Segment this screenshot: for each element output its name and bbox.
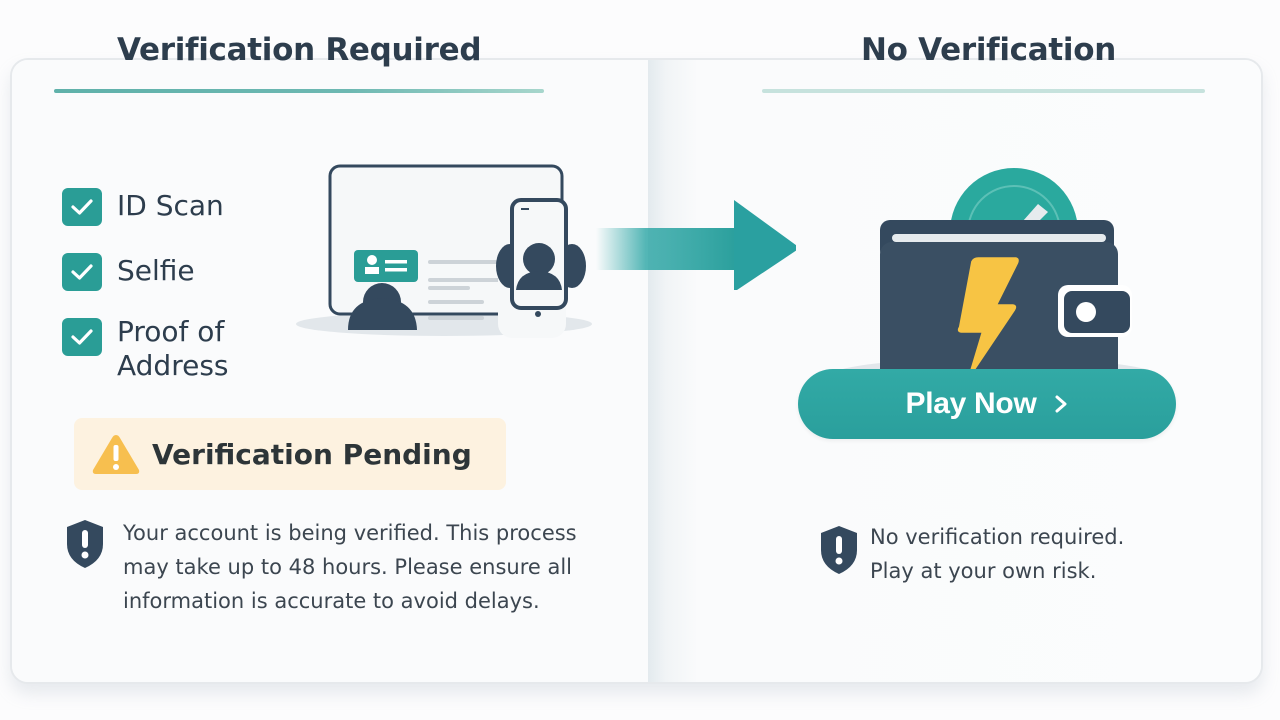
title-divider-left xyxy=(54,89,544,93)
notice-line2: Play at your own risk. xyxy=(870,559,1097,583)
warning-triangle-icon xyxy=(92,435,140,474)
checkbox-checked-icon xyxy=(62,253,102,291)
title-divider-right xyxy=(762,89,1205,93)
checklist-label: Selfie xyxy=(117,254,195,287)
no-verification-notice: No verification required. Play at your o… xyxy=(818,524,1200,588)
wallet-lightning-illustration xyxy=(820,112,1160,394)
checklist-label: Proof of Address xyxy=(117,315,229,383)
shield-exclamation-icon xyxy=(821,526,857,574)
checklist-item-id-scan: ID Scan xyxy=(62,188,224,226)
no-verification-title: No Verification xyxy=(861,32,1116,68)
verification-pending-badge: Verification Pending xyxy=(74,418,506,490)
chevron-right-icon xyxy=(1055,395,1067,413)
pending-status-label: Verification Pending xyxy=(152,437,472,471)
checkbox-checked-icon xyxy=(62,318,102,356)
verification-notice-text: Your account is being verified. This pro… xyxy=(123,521,577,613)
no-verification-notice-text: No verification required. Play at your o… xyxy=(870,520,1200,588)
id-card-illustration xyxy=(284,150,604,340)
checkbox-checked-icon xyxy=(62,188,102,226)
play-now-label: Play Now xyxy=(905,387,1037,420)
checklist-label: ID Scan xyxy=(117,189,224,222)
checklist-label-line1: Proof of xyxy=(117,315,225,348)
arrow-right-icon xyxy=(596,200,800,292)
shield-exclamation-icon xyxy=(67,520,103,568)
verification-required-title: Verification Required xyxy=(117,32,482,68)
notice-line1: No verification required. xyxy=(870,525,1125,549)
checklist-label-line2: Address xyxy=(117,349,229,382)
play-now-button[interactable]: Play Now xyxy=(798,369,1176,439)
checklist-item-proof-of-address: Proof of Address xyxy=(62,315,229,383)
verification-notice: Your account is being verified. This pro… xyxy=(64,518,593,618)
checklist-item-selfie: Selfie xyxy=(62,253,195,291)
verification-required-panel xyxy=(12,60,648,682)
